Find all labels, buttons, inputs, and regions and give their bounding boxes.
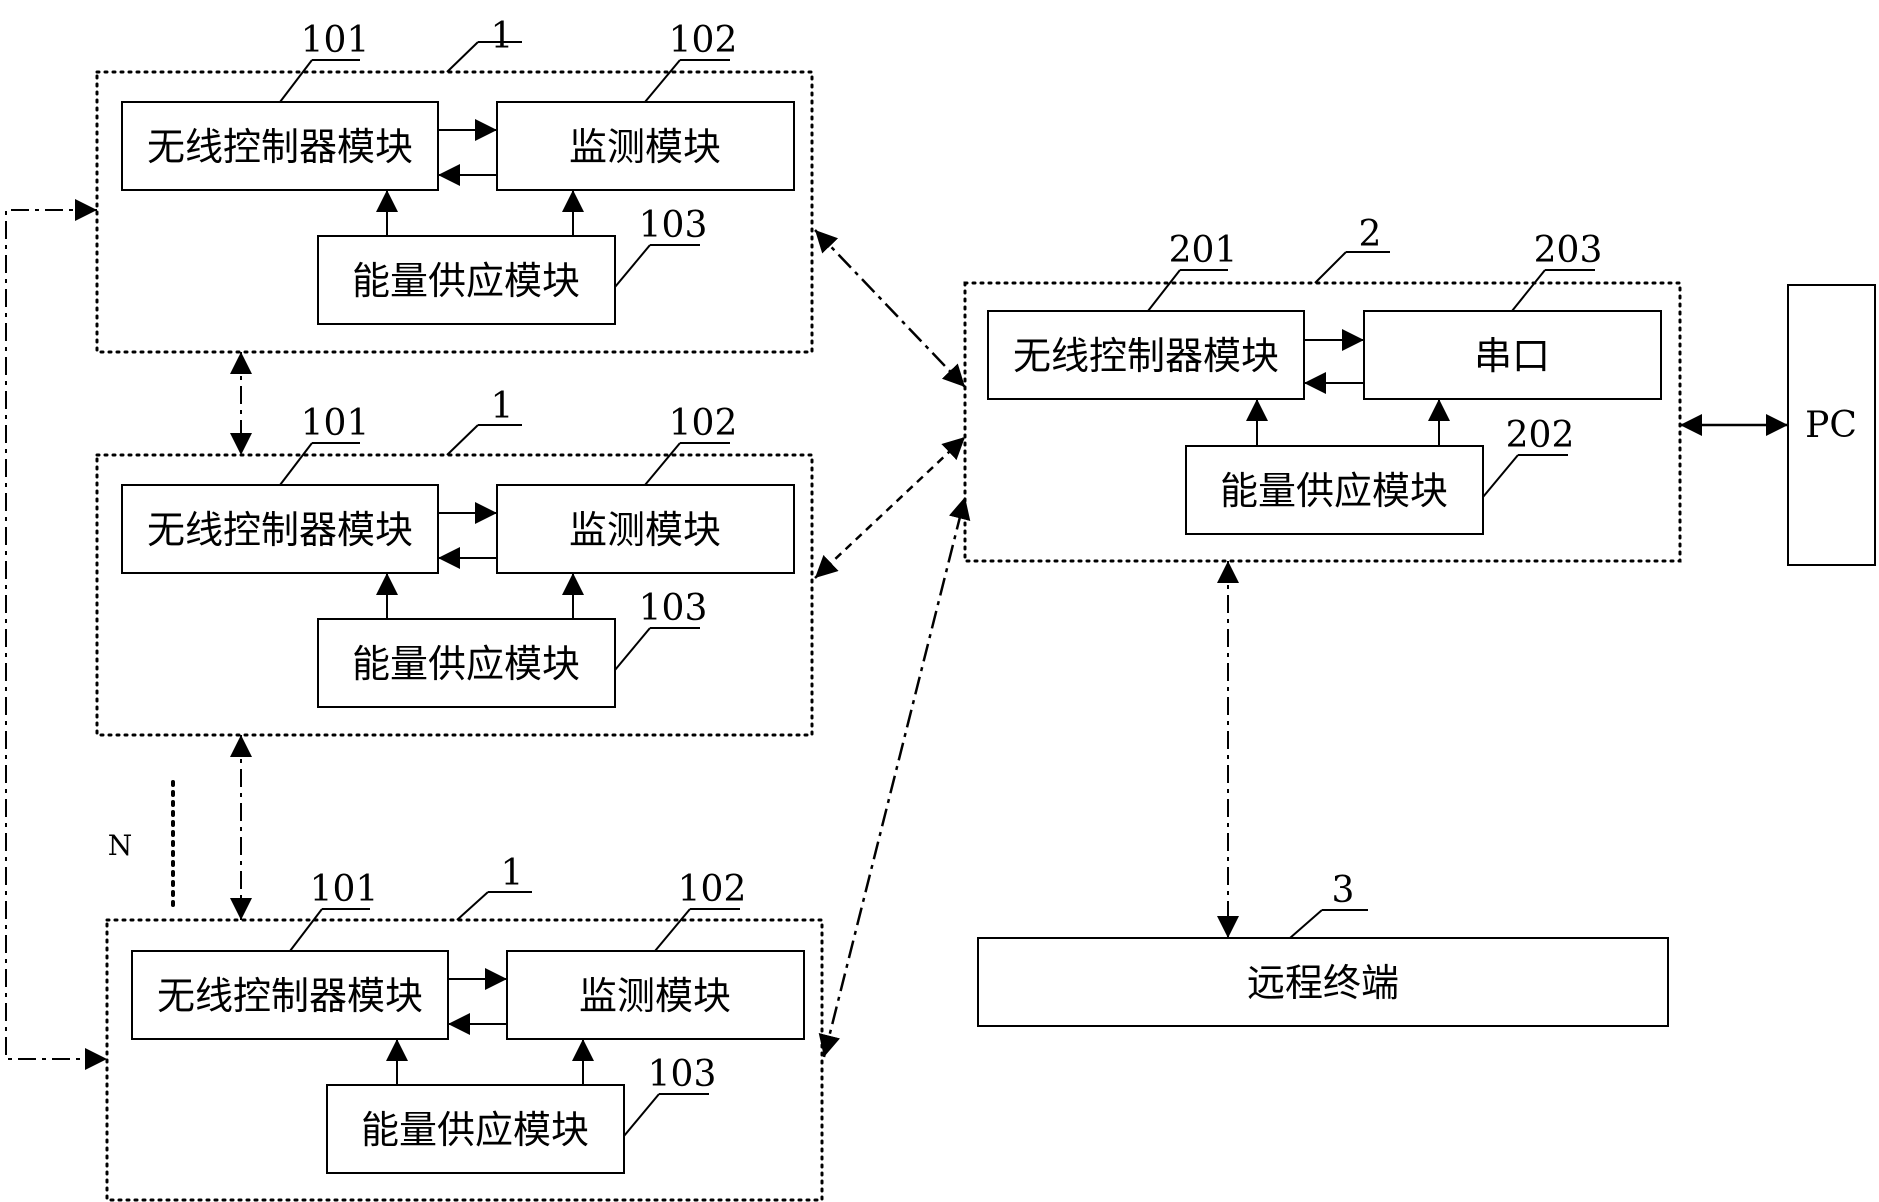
wireless-controller-text: 无线控制器模块 [147,508,413,552]
link-node3-gateway [818,496,971,1058]
ref-label-3: 3 [1332,870,1355,911]
wireless-controller-text: 无线控制器模块 [157,974,423,1018]
leader-line [289,908,323,952]
leader-line [1482,454,1519,498]
ref-label-1: 1 [491,16,514,57]
energy-supply-module [317,235,616,325]
gateway-energy-supply-module [1185,445,1484,535]
remote-terminal-block: 远程终端 3 [977,870,1669,1027]
ref-label-101: 101 [301,403,370,444]
wireless-controller-text: 无线控制器模块 [147,125,413,169]
ref-label-1: 1 [491,386,514,427]
energy-supply-text: 能量供应模块 [361,1108,589,1152]
leader-line [456,891,489,921]
leader-line [654,908,691,952]
sensor-node-2: 无线控制器模块 监测模块 能量供应模块 101 1 102 103 [95,386,814,737]
ref-label-203: 203 [1534,230,1603,271]
monitoring-module-text: 监测模块 [579,974,731,1018]
leader-line [1511,269,1546,312]
ref-label-101: 101 [301,20,370,61]
leader-line [446,424,479,456]
ellipsis-n: N [108,780,175,914]
energy-supply-module [317,618,616,708]
sensor-node-3: 无线控制器模块 监测模块 能量供应模块 101 1 102 103 [105,853,824,1202]
ref-label-201: 201 [1169,230,1238,271]
leader-line [614,244,651,288]
ref-label-102: 102 [669,20,738,61]
leader-line [623,1093,660,1137]
serial-port-text: 串口 [1474,334,1550,378]
ref-label-103: 103 [639,205,708,246]
gateway-wireless-controller-module [987,310,1305,400]
gateway-wireless-controller-text: 无线控制器模块 [1013,334,1279,378]
sensor-node-boundary [105,918,824,1202]
leader-line [644,59,681,103]
link-node2-gateway [814,436,966,579]
energy-supply-module [326,1084,625,1174]
monitoring-module-text: 监测模块 [569,125,721,169]
leader-line [614,627,651,671]
gateway-node: 无线控制器模块 串口 能量供应模块 201 2 203 202 [963,214,1682,563]
link-node1-gateway [814,229,966,388]
ref-label-103: 103 [648,1054,717,1095]
wireless-links [5,199,1239,1070]
ref-label-101: 101 [310,869,379,910]
sensor-node-1: 无线控制器模块 监测模块 能量供应模块 101 1 102 103 [95,16,814,354]
ref-label-1: 1 [501,853,524,894]
ref-label-2: 2 [1359,214,1382,255]
monitoring-module-text: 监测模块 [569,508,721,552]
pc-block: PC [1680,284,1876,566]
ref-label-202: 202 [1506,415,1575,456]
leader-line [1147,269,1181,312]
leader-line [446,41,479,73]
leader-line [279,442,313,486]
leader-line [279,59,313,103]
remote-terminal-box [977,937,1669,1027]
gateway-boundary [963,281,1682,563]
link-node1-node3 [5,199,107,1070]
energy-supply-text: 能量供应模块 [352,259,580,303]
energy-supply-text: 能量供应模块 [352,642,580,686]
leader-line [1314,251,1347,284]
ref-label-102: 102 [669,403,738,444]
gateway-energy-supply-text: 能量供应模块 [1220,469,1448,513]
n-label: N [108,829,133,862]
ref-label-102: 102 [678,869,747,910]
ref-label-103: 103 [639,588,708,629]
pc-text: PC [1805,405,1857,446]
leader-line [1289,909,1323,939]
remote-terminal-text: 远程终端 [1247,961,1399,1005]
leader-line [644,442,681,486]
